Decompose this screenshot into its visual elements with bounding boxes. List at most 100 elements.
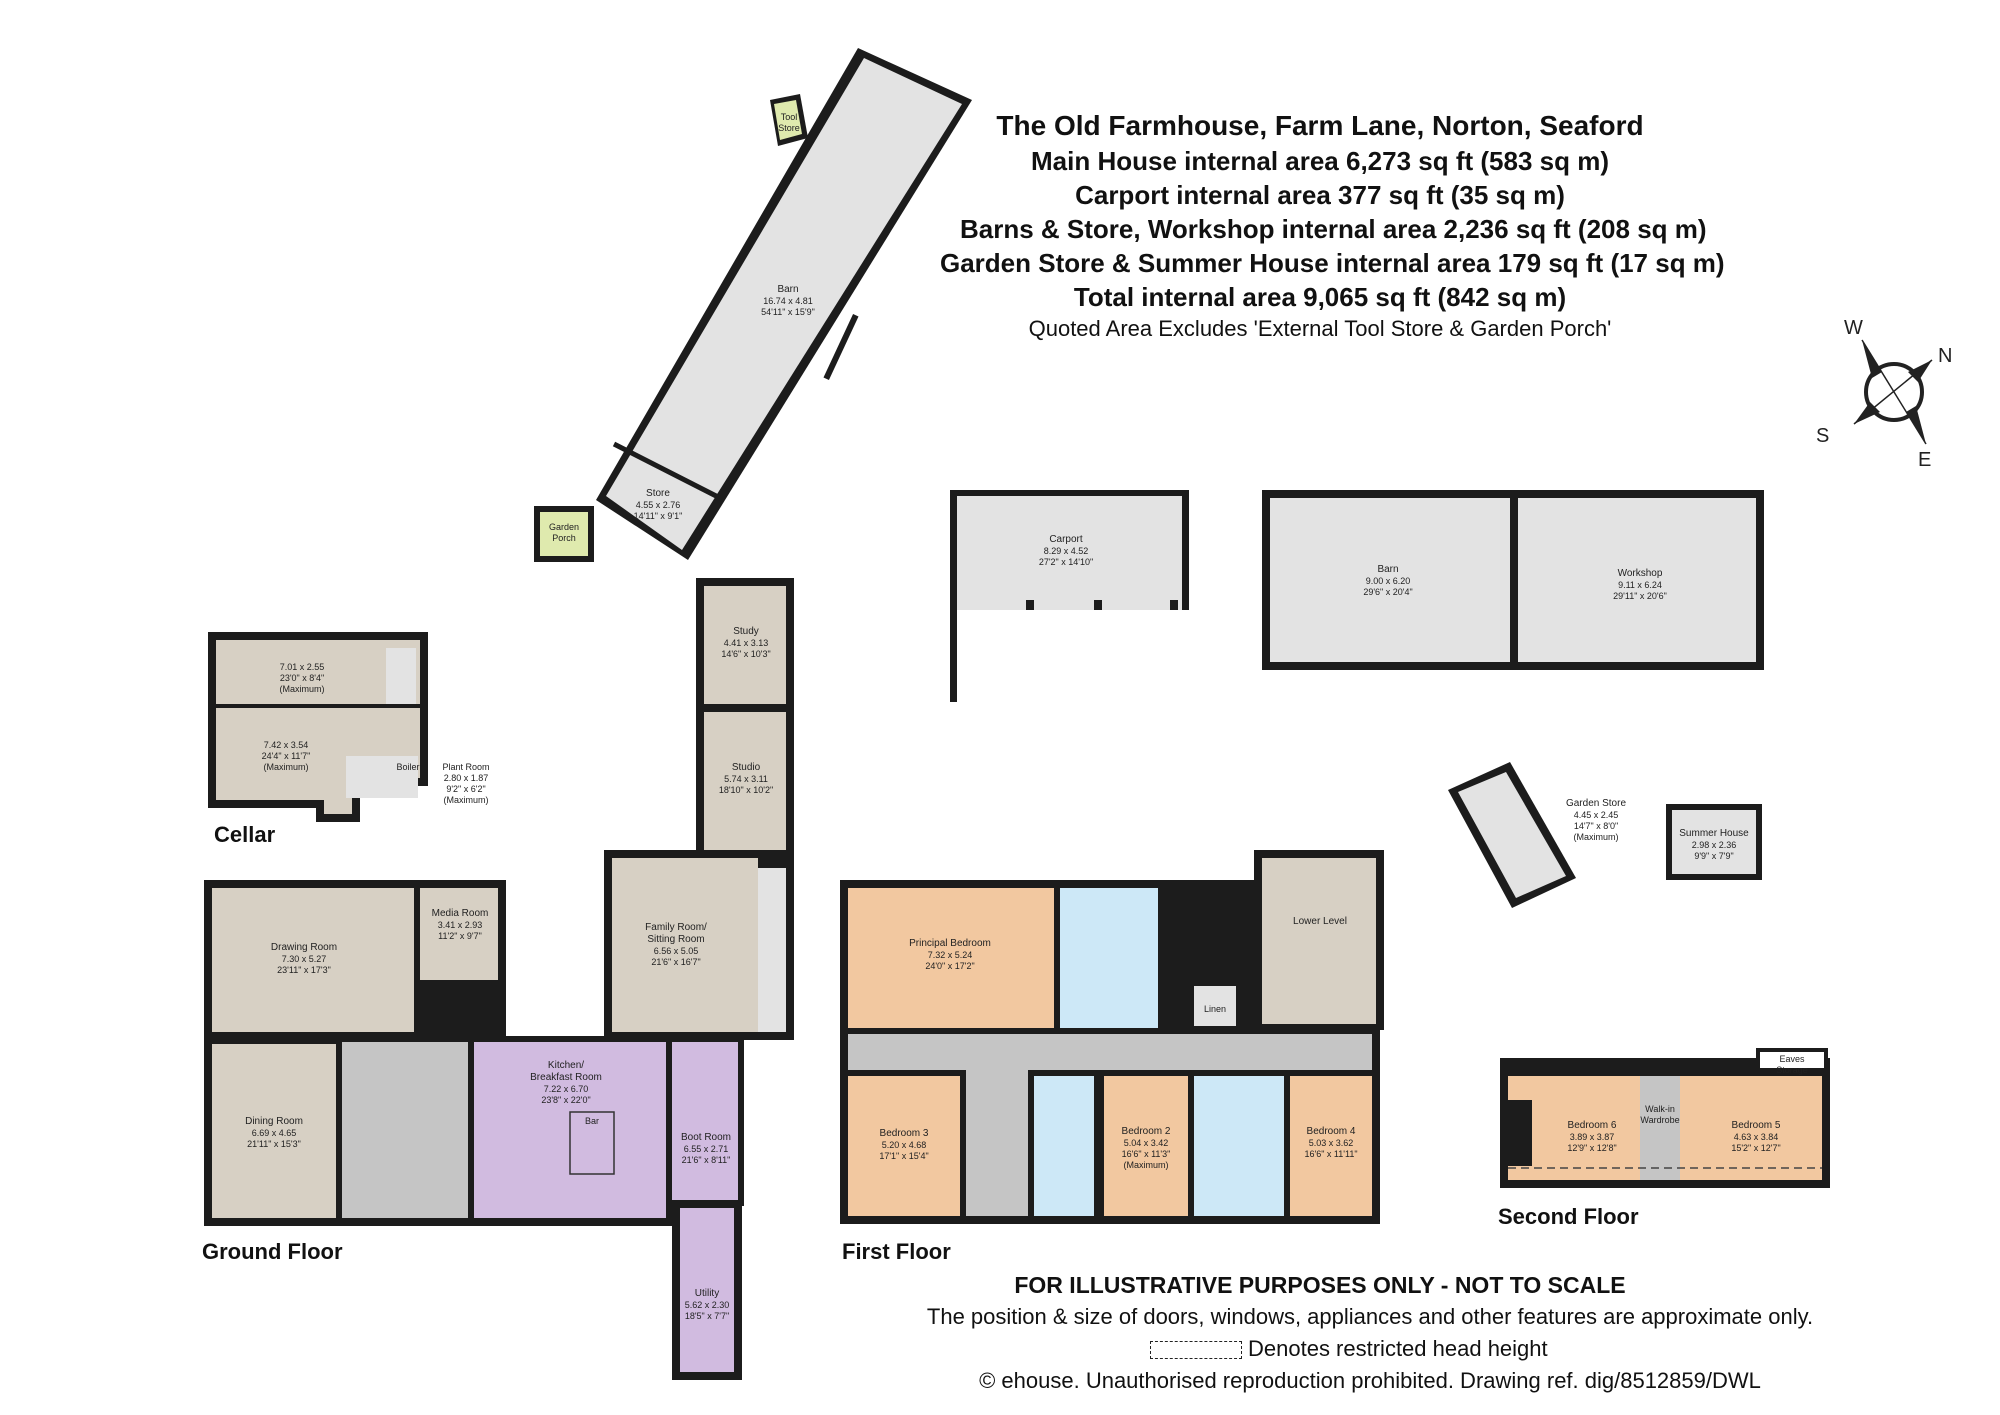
studio-dim-1: 5.74 x 3.11 [724, 774, 768, 784]
boot-room-name: Boot Room [681, 1132, 731, 1143]
barn-long-name: Barn [777, 284, 798, 295]
carport-name: Carport [1049, 534, 1083, 545]
bedroom-4-dim-2: 16'6" x 11'11" [1304, 1149, 1357, 1159]
lower-level-name: Lower Level [1293, 916, 1347, 927]
garden-store-dim-1: 4.45 x 2.45 [1574, 810, 1619, 820]
barn-2-dim-1: 9.00 x 6.20 [1366, 576, 1411, 586]
compass-s: S [1816, 425, 1829, 447]
compass-e: E [1918, 449, 1931, 471]
dining-room-name: Dining Room [245, 1116, 303, 1127]
bedroom-3-dim-2: 17'1" x 15'4" [879, 1151, 928, 1161]
family-room-dim-1: 6.56 x 5.05 [654, 946, 699, 956]
summer-house-name: Summer House [1679, 828, 1749, 839]
drawing-room-dim-1: 7.30 x 5.27 [282, 954, 327, 964]
footer-restricted-height: Denotes restricted head height [1150, 1336, 1630, 1362]
walk-in-wardrobe-name-1: Walk-in [1645, 1104, 1675, 1114]
plant-room-name: Plant Room [442, 762, 489, 772]
cellar: 7.01 x 2.55 23'0" x 8'4" (Maximum) 7.42 … [208, 632, 490, 822]
garden-store-name: Garden Store [1566, 798, 1626, 809]
footer-copyright: © ehouse. Unauthorised reproduction proh… [979, 1368, 1761, 1393]
barn-2-name: Barn [1377, 564, 1398, 575]
study-name: Study [733, 626, 759, 637]
area-total: Total internal area 9,065 sq ft (842 sq … [1073, 282, 1567, 312]
eaves-storage-name-1: Eaves [1779, 1054, 1805, 1064]
area-note: Quoted Area Excludes 'External Tool Stor… [1028, 316, 1612, 341]
barn-2-dim-2: 29'6" x 20'4" [1363, 587, 1412, 597]
barn-long-dim-1: 16.74 x 4.81 [763, 296, 813, 306]
plant-room-dim-3: (Maximum) [444, 795, 489, 805]
principal-bedroom-name: Principal Bedroom [909, 938, 991, 949]
compass-w: W [1844, 317, 1863, 339]
area-carport: Carport internal area 377 sq ft (35 sq m… [1075, 180, 1565, 210]
carport-dim-1: 8.29 x 4.52 [1044, 546, 1089, 556]
family-room-name-2: Sitting Room [647, 934, 704, 945]
principal-bedroom-dim-1: 7.32 x 5.24 [928, 950, 973, 960]
bedroom-2-name: Bedroom 2 [1122, 1126, 1171, 1137]
area-garden-store: Garden Store & Summer House internal are… [940, 248, 1725, 278]
bar-name: Bar [585, 1116, 599, 1126]
workshop-dim-1: 9.11 x 6.24 [1618, 580, 1662, 590]
bedroom-2-dim-1: 5.04 x 3.42 [1124, 1138, 1169, 1148]
boot-room-dim-1: 6.55 x 2.71 [684, 1144, 729, 1154]
cellar-bottom-dim-1: 7.42 x 3.54 [264, 740, 309, 750]
boot-room-dim-2: 21'6" x 8'11" [682, 1155, 731, 1165]
bedroom-6-dim-2: 12'9" x 12'8" [1567, 1143, 1616, 1153]
eaves-storage-name-2: Storage [1776, 1065, 1808, 1075]
garden-store-dim-2: 14'7" x 8'0" [1574, 821, 1618, 831]
second-floor: Bedroom 6 3.89 x 3.87 12'9" x 12'8" Walk… [1500, 1048, 1830, 1188]
property-title: The Old Farmhouse, Farm Lane, Norton, Se… [996, 110, 1644, 141]
store-name: Store [646, 488, 670, 499]
summer-house-dim-2: 9'9" x 7'9" [1694, 851, 1733, 861]
garden-porch-name-2: Porch [552, 533, 576, 543]
plant-room-dim-1: 2.80 x 1.87 [444, 773, 489, 783]
dining-room-dim-1: 6.69 x 4.65 [252, 1128, 297, 1138]
bedroom-4-name: Bedroom 4 [1307, 1126, 1356, 1137]
floor-label-cellar: Cellar [214, 822, 276, 847]
ground-floor: Study 4.41 x 3.13 14'6" x 10'3" Studio 5… [204, 578, 794, 1380]
garden-porch-name-1: Garden [549, 522, 579, 532]
floor-label-second: Second Floor [1498, 1204, 1639, 1229]
cellar-top-dim-3: (Maximum) [280, 684, 325, 694]
kitchen-dim-2: 23'8" x 22'0" [541, 1095, 590, 1105]
barn-workshop: Barn 9.00 x 6.20 29'6" x 20'4" Workshop … [1262, 490, 1764, 670]
study-dim-1: 4.41 x 3.13 [724, 638, 769, 648]
utility-dim-1: 5.62 x 2.30 [685, 1300, 730, 1310]
media-room-name: Media Room [432, 908, 489, 919]
bedroom-5-dim-2: 15'2" x 12'7" [1731, 1143, 1780, 1153]
floor-label-ground: Ground Floor [202, 1239, 343, 1264]
workshop-name: Workshop [1618, 568, 1663, 579]
dining-room-dim-2: 21'11" x 15'3" [247, 1139, 301, 1149]
tool-store-name-1: Tool [781, 112, 798, 122]
store-dim-2: 14'11" x 9'1" [634, 511, 683, 521]
restricted-height-text: Denotes restricted head height [1248, 1336, 1548, 1361]
family-room-dim-2: 21'6" x 16'7" [651, 957, 700, 967]
bedroom-5-dim-1: 4.63 x 3.84 [1734, 1132, 1779, 1142]
tool-store: Tool Store [770, 94, 808, 146]
workshop-dim-2: 29'11" x 20'6" [1613, 591, 1667, 601]
kitchen-name-1: Kitchen/ [548, 1060, 584, 1071]
bedroom-6-dim-1: 3.89 x 3.87 [1570, 1132, 1615, 1142]
carport: Carport 8.29 x 4.52 27'2" x 14'10" [950, 490, 1189, 702]
study-dim-2: 14'6" x 10'3" [721, 649, 770, 659]
tool-store-name-2: Store [778, 123, 800, 133]
compass-n: N [1938, 345, 1952, 367]
summer-house: Summer House 2.98 x 2.36 9'9" x 7'9" [1666, 804, 1762, 880]
studio-dim-2: 18'10" x 10'2" [719, 785, 773, 795]
linen-name: Linen [1204, 1004, 1226, 1014]
family-room-name-1: Family Room/ [645, 922, 707, 933]
store-dim-1: 4.55 x 2.76 [636, 500, 681, 510]
cellar-top-dim-2: 23'0" x 8'4" [280, 673, 324, 683]
plant-room-dim-2: 9'2" x 6'2" [446, 784, 485, 794]
area-barns: Barns & Store, Workshop internal area 2,… [960, 214, 1707, 244]
first-floor: Principal Bedroom 7.32 x 5.24 24'0" x 17… [840, 850, 1384, 1224]
barn-long: Barn 16.74 x 4.81 54'11" x 15'9" [596, 48, 972, 560]
cellar-bottom-dim-2: 24'4" x 11'7" [262, 751, 311, 761]
media-room-dim-2: 11'2" x 9'7" [438, 931, 482, 941]
summer-house-dim-1: 2.98 x 2.36 [1692, 840, 1737, 850]
garden-store-dim-3: (Maximum) [1574, 832, 1619, 842]
cellar-bottom-dim-3: (Maximum) [264, 762, 309, 772]
drawing-room-name: Drawing Room [271, 942, 337, 953]
floor-label-first: First Floor [842, 1239, 951, 1264]
kitchen-dim-1: 7.22 x 6.70 [544, 1084, 589, 1094]
walk-in-wardrobe-name-2: Wardrobe [1640, 1115, 1679, 1125]
